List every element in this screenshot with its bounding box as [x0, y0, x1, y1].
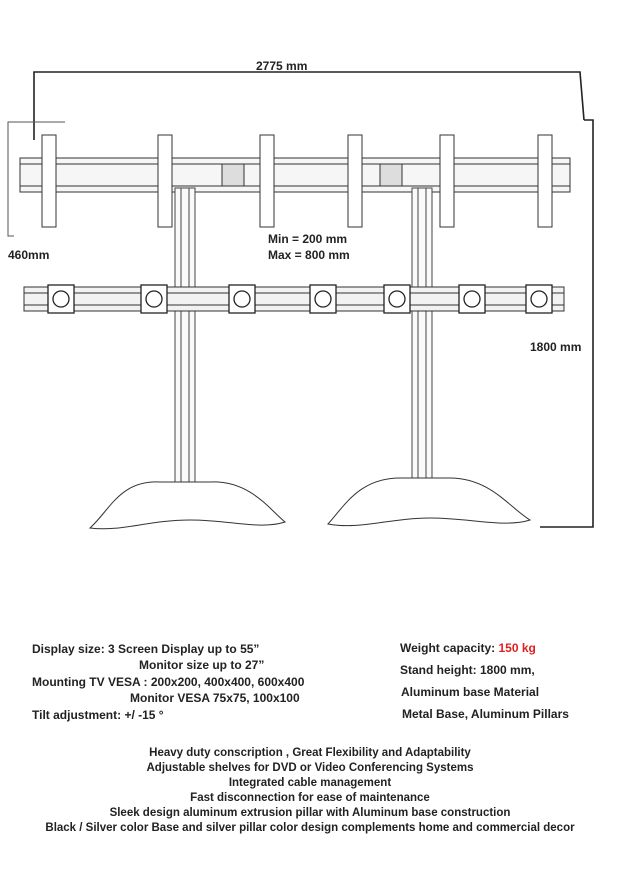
pillars [174, 187, 433, 495]
vesa-max: Max = 800 mm [268, 248, 350, 262]
feature-item: Black / Silver color Base and silver pil… [45, 822, 575, 834]
specs-left: Display size: 3 Screen Display up to 55”… [32, 641, 304, 723]
upper-rail [19, 157, 571, 193]
vesa-range-box: Min = 200 mm Max = 800 mm [262, 231, 356, 263]
stand-technical-drawing [7, 71, 594, 530]
monitor-vesa: Monitor VESA 75x75, 100x100 [130, 691, 300, 705]
display-size: Display size: 3 Screen Display up to 55” [32, 642, 260, 656]
mounting-tv-vesa: Mounting TV VESA : 200x200, 400x400, 600… [32, 675, 305, 689]
height-dimension-line [540, 119, 594, 528]
feature-item: Integrated cable management [228, 777, 392, 789]
bases [88, 477, 532, 530]
height-dimension: 1800 mm [530, 340, 582, 354]
vesa-brackets [41, 134, 553, 228]
depth-dimension: 460mm [8, 248, 50, 262]
feature-item: Fast disconnection for ease of maintenan… [190, 792, 430, 804]
depth-dimension-line [7, 121, 65, 237]
specs-right: Weight capacity: 150 kg Stand height: 18… [400, 640, 569, 722]
monitor-size: Monitor size up to 27” [139, 658, 265, 672]
width-dimension-line [33, 71, 585, 140]
feature-item: Adjustable shelves for DVD or Video Conf… [146, 762, 474, 774]
base-material: Aluminum base Material [401, 685, 540, 699]
stand-height: Stand height: 1800 mm, [400, 663, 535, 677]
weight-capacity-label: Weight capacity: [400, 641, 499, 655]
base-pillars: Metal Base, Aluminum Pillars [402, 707, 569, 721]
feature-item: Sleek design aluminum extrusion pillar w… [109, 807, 511, 819]
feature-item: Heavy duty conscription , Great Flexibil… [149, 747, 471, 759]
lower-rail [23, 284, 565, 314]
vesa-min: Min = 200 mm [268, 232, 348, 246]
weight-capacity-value: 150 kg [498, 641, 536, 655]
feature-list: Heavy duty conscription , Great Flexibil… [0, 746, 620, 836]
tilt-adjustment: Tilt adjustment: +/ -15 ° [32, 708, 164, 722]
width-dimension: 2775 mm [256, 59, 308, 73]
weight-capacity: Weight capacity: 150 kg [400, 640, 569, 656]
